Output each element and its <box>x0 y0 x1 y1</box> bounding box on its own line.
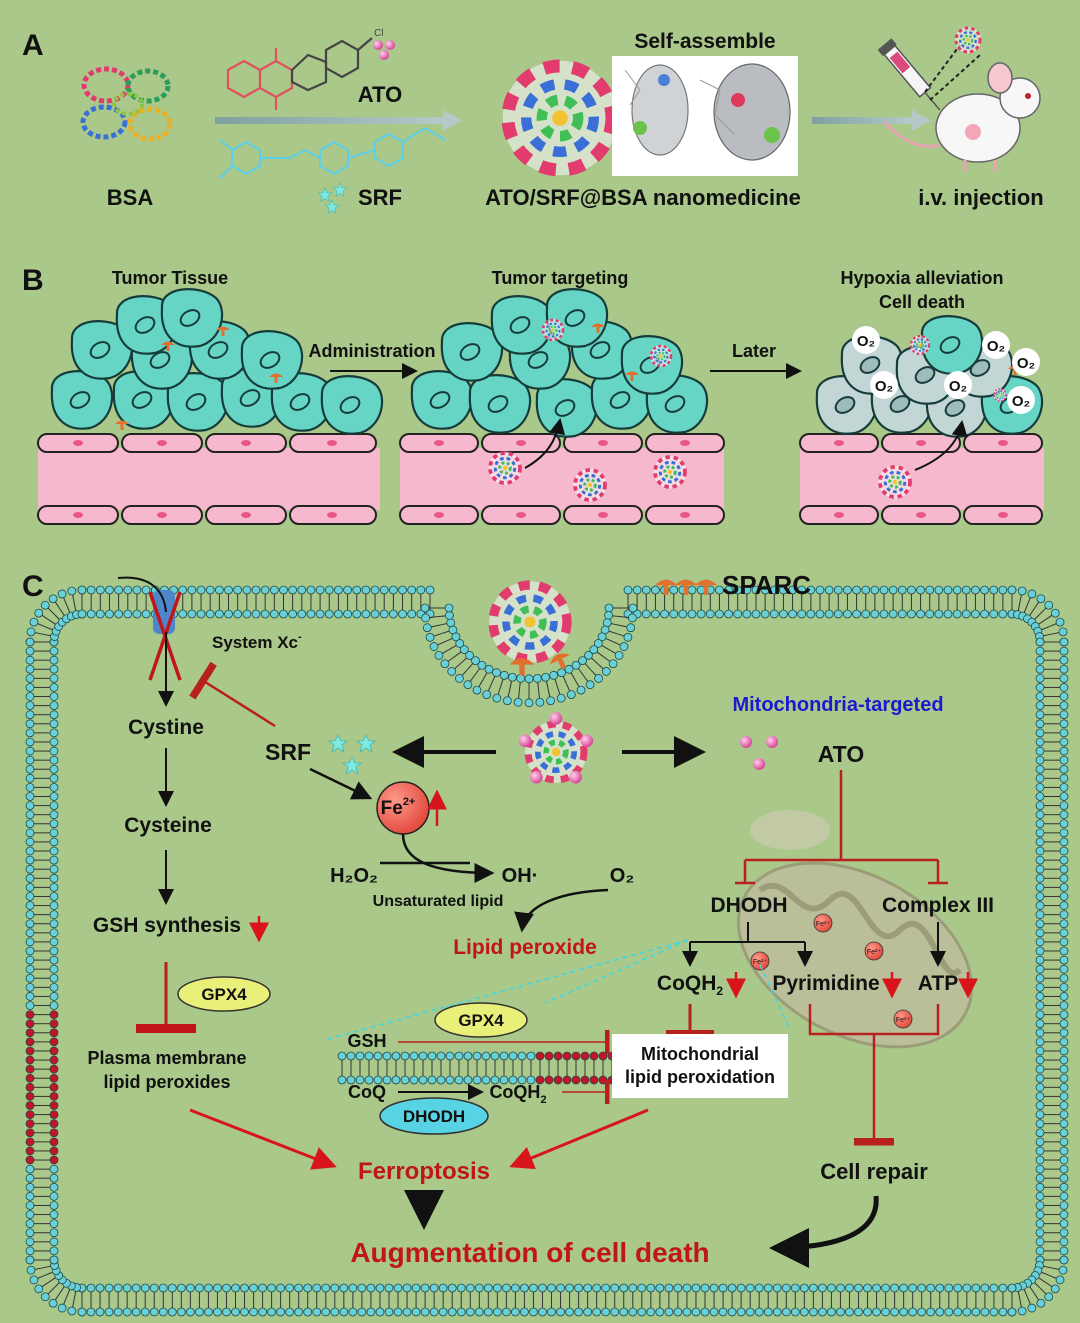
svg-text:GPX4: GPX4 <box>201 985 247 1004</box>
ferroptosis-label: Ferroptosis <box>358 1158 490 1185</box>
nanomedicine-label: ATO/SRF@BSA nanomedicine <box>485 185 801 210</box>
tumor-targeting-label: Tumor targeting <box>492 268 629 288</box>
svg-text:Fe²⁺: Fe²⁺ <box>867 949 882 956</box>
mouse-injection-illustration <box>877 25 1041 172</box>
panel-b-label: B <box>22 264 44 297</box>
srf-inhibits-xc <box>189 661 276 728</box>
svg-text:Fe²⁺: Fe²⁺ <box>753 959 768 966</box>
svg-text:O₂: O₂ <box>857 333 875 350</box>
self-assemble-label: Self-assemble <box>634 30 775 53</box>
dhodh-label: DHODH <box>711 894 788 917</box>
srf-label: SRF <box>358 185 402 210</box>
srf-stars-c <box>327 734 377 775</box>
system-xc-transporter <box>117 576 182 681</box>
augmentation-label: Augmentation of cell death <box>350 1237 709 1268</box>
ato-label-c: ATO <box>818 741 864 767</box>
svg-text:Fe²⁺: Fe²⁺ <box>816 921 831 928</box>
hypoxia-label: Hypoxia alleviation <box>840 268 1003 288</box>
gsh-synthesis-label: GSH synthesis <box>93 914 241 937</box>
bsa-label: BSA <box>107 185 154 210</box>
svg-text:O₂: O₂ <box>1017 355 1035 372</box>
sparc-receptor-icon <box>654 579 718 595</box>
administration-label: Administration <box>308 341 435 361</box>
svg-text:Cl: Cl <box>374 28 383 39</box>
endocytic-vesicle <box>420 603 638 708</box>
svg-text:O₂: O₂ <box>1012 393 1030 410</box>
mito-lipid-label-1: Mitochondrial <box>641 1044 759 1064</box>
ato-molecule: Cl <box>226 28 383 110</box>
srf-label-c: SRF <box>265 739 311 765</box>
injection-arrow <box>812 117 912 124</box>
srf-molecule <box>219 127 446 179</box>
oxygen-labels: O₂ O₂ O₂ O₂ O₂ O₂ <box>852 326 1040 414</box>
svg-text:O₂: O₂ <box>987 338 1005 355</box>
docking-structure-image <box>612 56 798 176</box>
srf-stars-icon <box>317 182 348 214</box>
released-nanomedicine <box>518 712 594 788</box>
o2-label-c: O₂ <box>610 865 634 887</box>
pm-lipid-label-1: Plasma membrane <box>87 1048 246 1068</box>
mitochondrion-illustration <box>736 810 974 1049</box>
unsat-lipid-label: Unsaturated lipid <box>373 893 504 910</box>
pyrimidine-label: Pyrimidine <box>772 972 879 995</box>
gsh-label: GSH <box>347 1031 386 1051</box>
cystine-label: Cystine <box>128 716 204 739</box>
svg-text:Fe²⁺: Fe²⁺ <box>896 1017 911 1024</box>
ato-particles-c <box>740 736 778 770</box>
atp-label: ATP <box>918 972 958 995</box>
ato-inhibition-branches <box>735 770 948 885</box>
injection-label: i.v. injection <box>918 185 1044 210</box>
tumor-tissue-label: Tumor Tissue <box>112 268 228 288</box>
panel-c-label: C <box>22 570 44 603</box>
cell-repair-inhibition <box>808 1004 940 1146</box>
tumor-cells-1 <box>50 288 384 435</box>
bsa-protein-illustration <box>80 66 173 142</box>
nanomedicine-illustration <box>503 61 617 175</box>
coq-label: CoQ <box>348 1082 386 1102</box>
assembly-arrow <box>215 117 443 124</box>
svg-text:O₂: O₂ <box>875 378 893 395</box>
later-label: Later <box>732 341 776 361</box>
complex-iii-label: Complex III <box>882 894 994 917</box>
blood-vessel-1 <box>37 433 380 525</box>
gpx4-badge-inset <box>434 1002 528 1038</box>
dying-cells-3 <box>815 315 1044 438</box>
cell-repair-label: Cell repair <box>820 1159 928 1184</box>
cysteine-label: Cysteine <box>124 814 212 837</box>
nanomedicine-in-vesicle <box>489 581 570 662</box>
sparc-label: SPARC <box>722 570 811 600</box>
svg-text:GPX4: GPX4 <box>458 1011 504 1030</box>
blood-vessel-3 <box>799 433 1044 525</box>
ato-particles-icon <box>373 40 395 60</box>
coqh2-inset-label: CoQH2 <box>489 1082 546 1106</box>
svg-text:O₂: O₂ <box>949 378 967 395</box>
lipid-peroxide-label: Lipid peroxide <box>453 936 597 959</box>
gpx4-badge-left <box>177 976 271 1012</box>
ato-label: ATO <box>358 82 402 107</box>
mito-targeted-label: Mitochondria-targeted <box>732 694 943 716</box>
system-xc-label: System Xc- <box>212 631 302 652</box>
panel-a-label: A <box>22 29 44 62</box>
mito-lipid-box <box>612 1034 788 1098</box>
pm-lipid-label-2: lipid peroxides <box>103 1072 230 1092</box>
mito-lipid-label-2: lipid peroxidation <box>625 1067 775 1087</box>
mito-fe-ions: Fe²⁺ Fe²⁺ Fe²⁺ Fe²⁺ <box>750 913 913 1029</box>
h2o2-label: H₂O₂ <box>330 865 378 887</box>
tumor-cells-2 <box>410 288 709 438</box>
oh-radical-label: OH· <box>502 865 539 887</box>
coqh2-label: CoQH2 <box>657 972 724 998</box>
blood-vessel-2 <box>399 433 725 525</box>
cell-membrane <box>25 585 1069 1317</box>
dhodh-badge <box>379 1097 489 1135</box>
svg-text:DHODH: DHODH <box>403 1107 465 1126</box>
fe-label: Fe2+ <box>381 796 416 819</box>
cell-death-label: Cell death <box>879 292 965 312</box>
